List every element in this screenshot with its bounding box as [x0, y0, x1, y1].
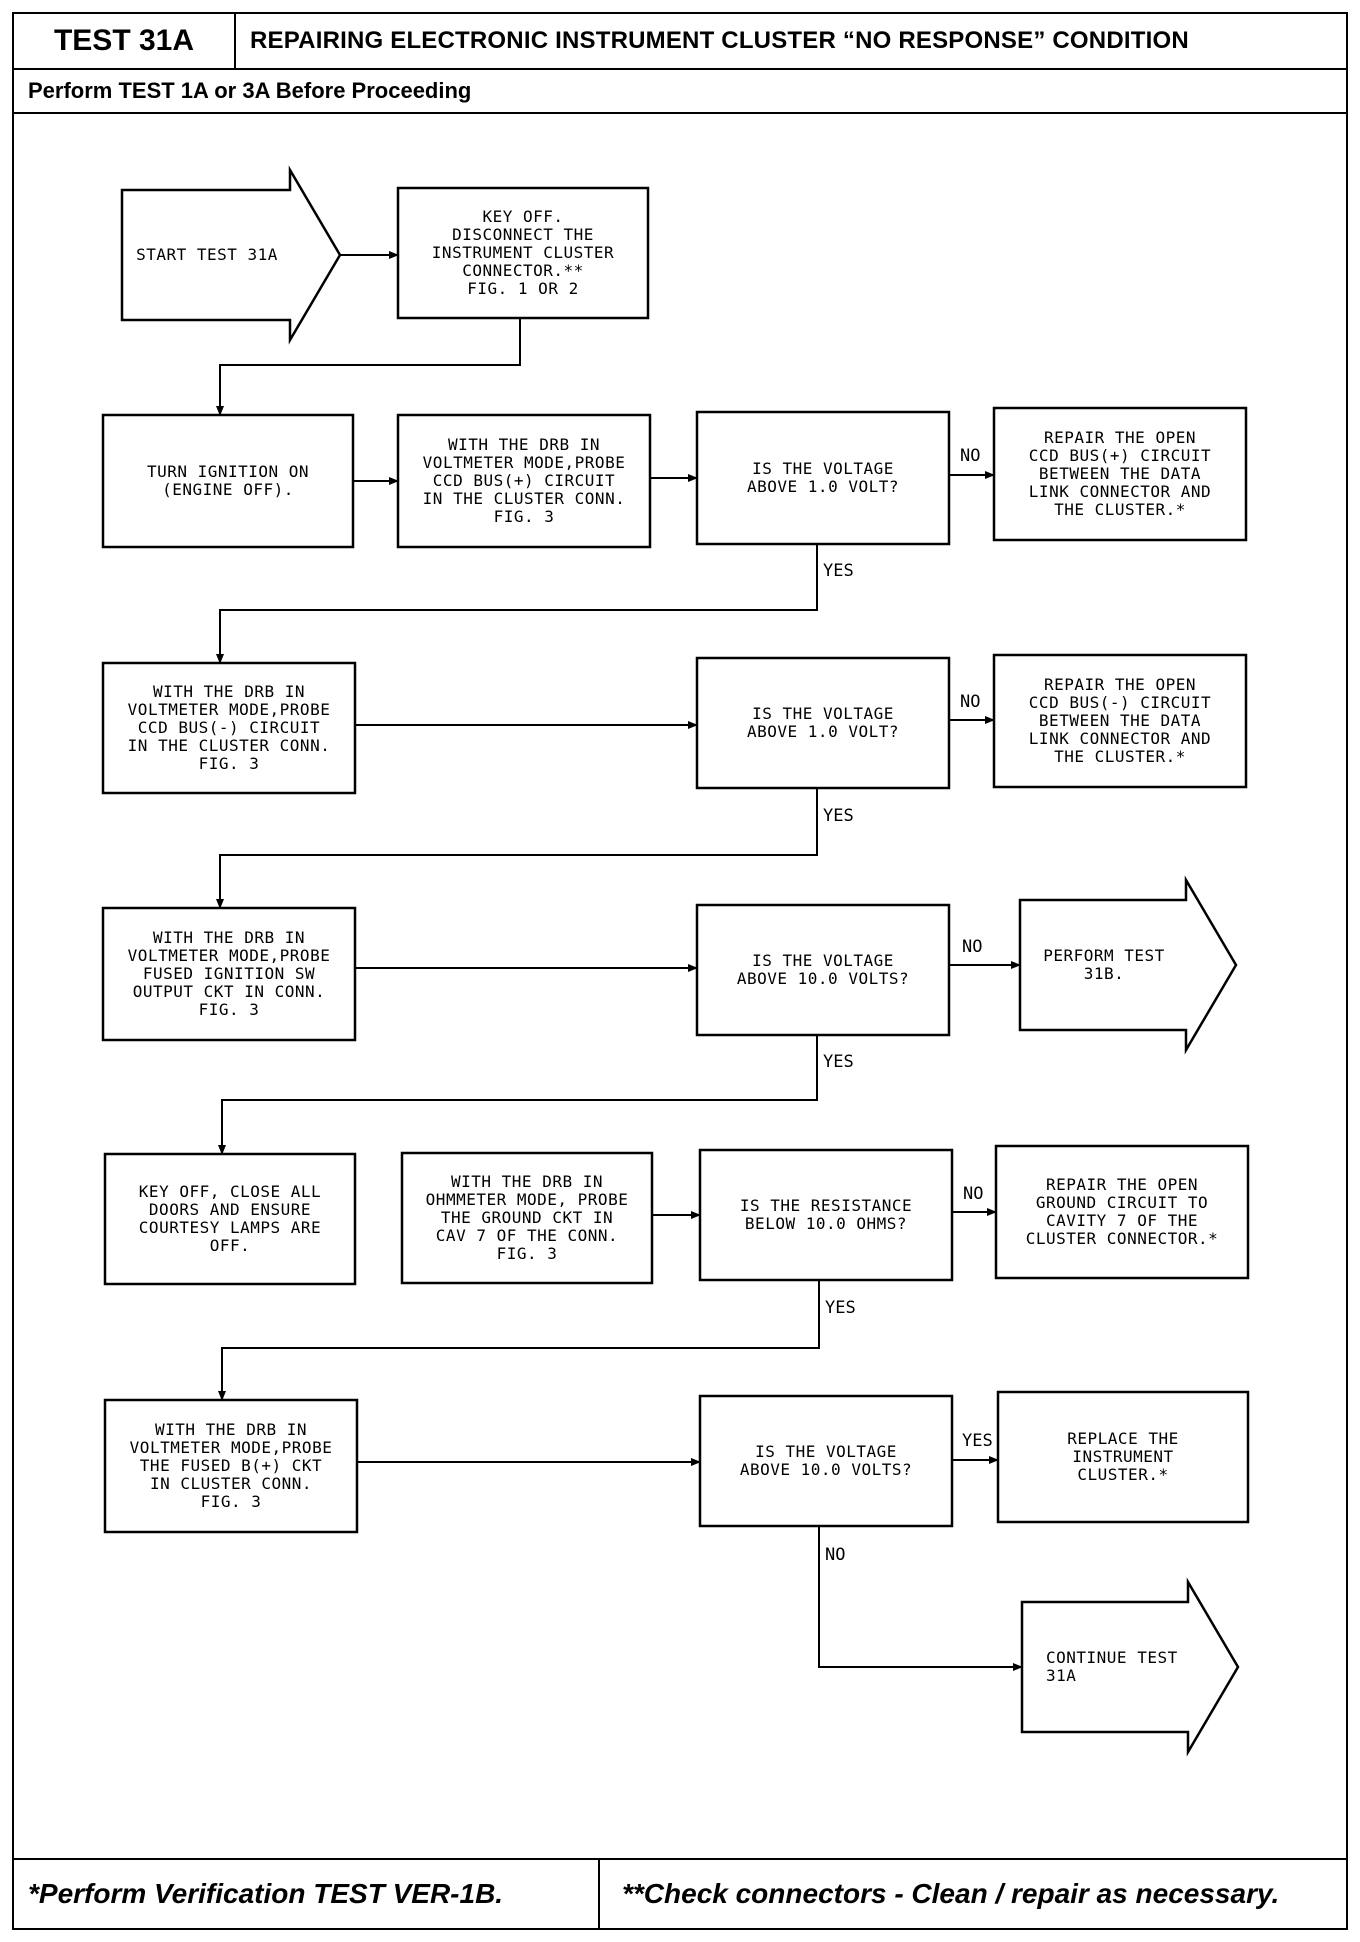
- probe-bus-minus-step: WITH THE DRB IN VOLTMETER MODE,PROBE CCD…: [127, 682, 331, 773]
- no-label-q4: NO: [825, 1545, 846, 1565]
- continue-31a-arrow-shape: [1020, 1577, 1240, 1757]
- start-test-label: START TEST 31A: [136, 245, 278, 264]
- footer-verification-note: *Perform Verification TEST VER-1B.: [14, 1858, 600, 1928]
- yes-label-q4: YES: [962, 1431, 993, 1451]
- test-title: REPAIRING ELECTRONIC INSTRUMENT CLUSTER …: [236, 14, 1346, 70]
- replace-cluster-step: REPLACE THE INSTRUMENT CLUSTER.*: [1067, 1429, 1179, 1484]
- voltage-question-1: IS THE VOLTAGE ABOVE 1.0 VOLT?: [747, 459, 899, 496]
- footer-connector-note: **Check connectors - Clean / repair as n…: [600, 1858, 1346, 1928]
- voltage-question-3: IS THE VOLTAGE ABOVE 10.0 VOLTS?: [736, 951, 910, 988]
- yes-label-q1: YES: [823, 561, 854, 581]
- no-label-q1: NO: [960, 446, 981, 466]
- turn-ignition-on-step: TURN IGNITION ON (ENGINE OFF).: [146, 462, 310, 499]
- resistance-question: IS THE RESISTANCE BELOW 10.0 OHMS?: [739, 1196, 913, 1233]
- repair-bus-minus-step: REPAIR THE OPEN CCD BUS(-) CIRCUIT BETWE…: [1028, 675, 1212, 766]
- test-sheet: TEST 31A REPAIRING ELECTRONIC INSTRUMENT…: [12, 12, 1348, 1930]
- probe-ground-box-shape: [400, 1151, 654, 1285]
- probe-fused-b-box-shape: [103, 1398, 359, 1534]
- test-id: TEST 31A: [14, 14, 236, 70]
- connector-q1-yes: [216, 544, 818, 664]
- yes-label-q2: YES: [823, 806, 854, 826]
- probe-ignition-box-shape: [101, 906, 357, 1042]
- key-off-close-doors-step: KEY OFF, CLOSE ALL DOORS AND ENSURE COUR…: [138, 1182, 322, 1255]
- voltage-question-2: IS THE VOLTAGE ABOVE 1.0 VOLT?: [747, 704, 899, 741]
- key-off-disconnect-step: KEY OFF. DISCONNECT THE INSTRUMENT CLUST…: [431, 207, 615, 298]
- probe-ignition-sw-step: WITH THE DRB IN VOLTMETER MODE,PROBE FUS…: [127, 928, 331, 1019]
- connector-qr-yes: [218, 1280, 820, 1401]
- voltage-question-4: IS THE VOLTAGE ABOVE 10.0 VOLTS?: [739, 1442, 913, 1479]
- continue-test-31a-label: CONTINUE TEST 31A: [1046, 1648, 1178, 1685]
- probe-bus-plus-step: WITH THE DRB IN VOLTMETER MODE,PROBE CCD…: [422, 435, 626, 526]
- perform-test-31b-label: PERFORM TEST 31B.: [1043, 946, 1165, 983]
- no-label-q3: NO: [962, 937, 983, 957]
- connector-q4-no: [818, 1526, 1023, 1671]
- yes-label-q3: YES: [823, 1052, 854, 1072]
- key-off-doors-box-shape: [103, 1152, 357, 1286]
- repair-bus-plus-step: REPAIR THE OPEN CCD BUS(+) CIRCUIT BETWE…: [1028, 428, 1212, 519]
- yes-label-qr: YES: [825, 1298, 856, 1318]
- no-label-q2: NO: [960, 692, 981, 712]
- probe-fused-b-step: WITH THE DRB IN VOLTMETER MODE,PROBE THE…: [129, 1420, 333, 1511]
- probe-ground-step: WITH THE DRB IN OHMMETER MODE, PROBE THE…: [425, 1172, 629, 1263]
- repair-ground-step: REPAIR THE OPEN GROUND CIRCUIT TO CAVITY…: [1025, 1175, 1219, 1248]
- prerequisite-note: Perform TEST 1A or 3A Before Proceeding: [14, 70, 1346, 114]
- connector-keyoff-ignition: [216, 318, 521, 416]
- connector-q2-yes: [216, 788, 818, 909]
- connector-q3-yes: [218, 1035, 818, 1155]
- probe-bus-minus-box-shape: [101, 661, 357, 795]
- perform-31b-arrow-shape: [1018, 875, 1238, 1055]
- start-arrow-shape: [120, 165, 342, 345]
- no-label-qr: NO: [963, 1184, 984, 1204]
